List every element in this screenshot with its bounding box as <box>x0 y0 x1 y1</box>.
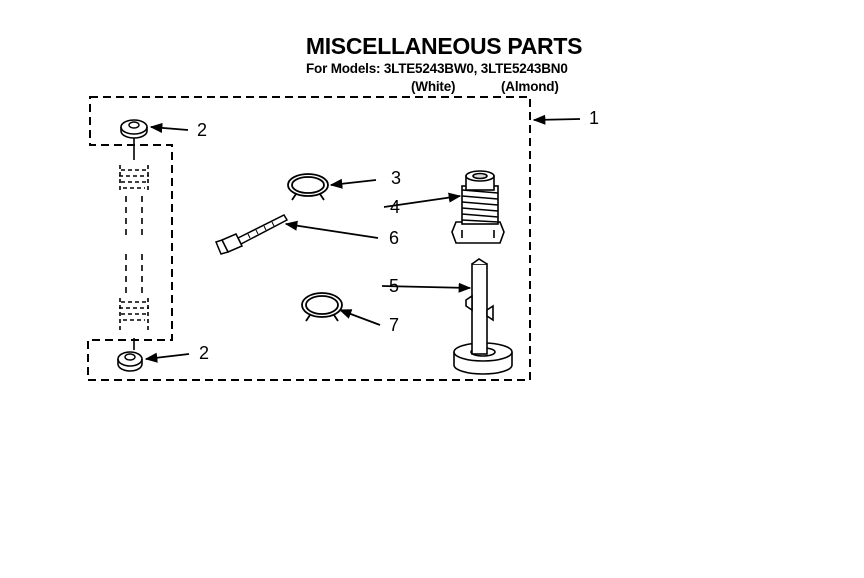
callout-3: 3 <box>391 168 402 188</box>
clamp-lower <box>301 292 343 322</box>
callout-2-top: 2 <box>197 120 208 140</box>
callout-2-bottom: 2 <box>199 343 210 363</box>
clamp-upper <box>287 173 329 201</box>
threaded-fitting <box>451 170 505 244</box>
variant-white-label: (White) <box>411 79 456 94</box>
page-title-text: MISCELLANEOUS PARTS <box>305 33 583 59</box>
page-title: MISCELLANEOUS PARTS <box>0 33 864 60</box>
callout-6: 6 <box>389 228 400 248</box>
callout-1: 1 <box>589 108 600 128</box>
washer-bottom <box>117 351 143 372</box>
post-with-base <box>453 258 513 375</box>
callout-4: 4 <box>390 197 401 217</box>
hose-assembly <box>119 138 149 350</box>
cable-tie <box>214 214 289 255</box>
kit-boundary-outline <box>87 96 531 381</box>
models-line: For Models: 3LTE5243BW0, 3LTE5243BN0 <box>306 61 568 76</box>
leader-lines <box>144 114 581 363</box>
variant-almond-label: (Almond) <box>501 79 559 94</box>
callout-7: 7 <box>389 315 400 335</box>
washer-top <box>120 119 148 139</box>
callout-5: 5 <box>389 276 400 296</box>
